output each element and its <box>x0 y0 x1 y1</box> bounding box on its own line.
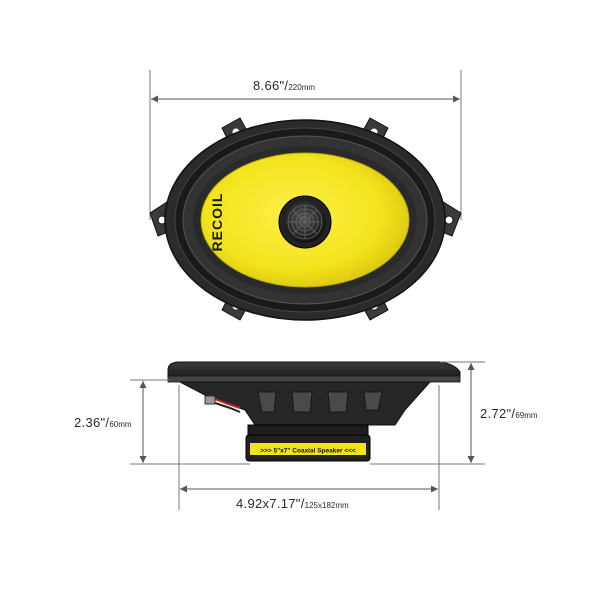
magnet-label: >>> 5"x7" Coaxial Speaker <<< <box>260 448 356 455</box>
width-inches: 8.66"/ <box>253 78 289 93</box>
height-dimension-label: 2.72"/69mm <box>480 405 538 423</box>
speaker-front-view <box>149 117 462 321</box>
brand-logo: RECOIL <box>209 193 225 252</box>
width-metric: 220mm <box>288 83 316 92</box>
cone-dimension-line <box>178 385 440 510</box>
cone-dimension-label: 4.92x7.17"/125x182mm <box>236 495 349 513</box>
height-inches: 2.72"/ <box>480 406 516 421</box>
width-dimension-label: 8.66"/220mm <box>253 77 315 95</box>
depth-inches: 2.36"/ <box>74 415 110 430</box>
cone-metric: 125x182mm <box>304 501 349 510</box>
depth-dimension-line <box>130 379 250 465</box>
height-metric: 69mm <box>515 411 538 420</box>
cone-inches: 4.92x7.17"/ <box>236 496 305 511</box>
speaker-side-view <box>167 361 461 462</box>
width-dimension-line <box>149 70 462 220</box>
depth-metric: 60mm <box>109 420 132 429</box>
height-dimension-line <box>370 361 485 465</box>
depth-dimension-label: 2.36"/60mm <box>74 414 132 432</box>
magnet-label-band <box>250 443 366 455</box>
